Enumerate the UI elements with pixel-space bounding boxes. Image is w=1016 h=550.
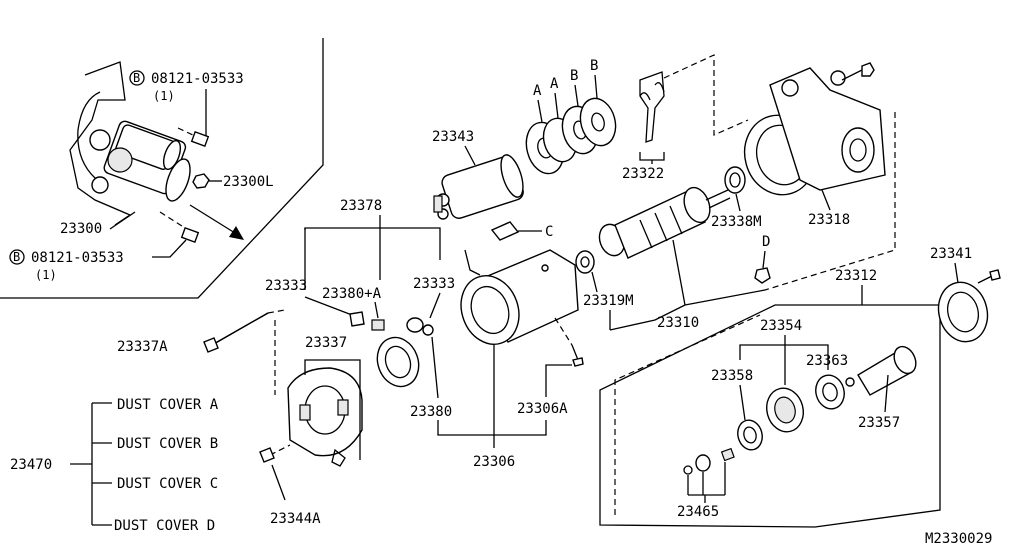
inset-top-bolt bbox=[177, 127, 210, 147]
housing-drawing bbox=[743, 67, 886, 196]
starter-assy-label: 23300 bbox=[60, 221, 102, 237]
bearing-m-label: 23338M bbox=[711, 214, 762, 230]
retainer-drawing bbox=[937, 269, 1001, 343]
thru-bolt-drawing bbox=[203, 309, 286, 395]
diagram-id: M2330029 bbox=[925, 531, 992, 547]
pinion-shaft-callout: 23357 bbox=[858, 374, 900, 431]
circle-b-label: B bbox=[133, 71, 140, 85]
brush-c-drawing bbox=[490, 221, 520, 241]
yoke-drawing bbox=[460, 249, 579, 345]
armature-callout: 23310 bbox=[609, 239, 766, 331]
clip-kit-label: 23465 bbox=[677, 504, 719, 520]
spring-ring-label: 23380 bbox=[410, 404, 452, 420]
rear-cover-label: 23337 bbox=[305, 335, 347, 351]
bolt-bottom-code: 08121-03533 bbox=[31, 250, 124, 266]
screw-callout: 23306A bbox=[517, 364, 572, 417]
screw-drawing bbox=[554, 317, 584, 367]
housing-dashed-guide bbox=[764, 112, 896, 291]
dust-cover-c-label: DUST COVER C bbox=[117, 476, 218, 492]
shim-a2-label: A bbox=[550, 76, 559, 92]
point-d-label: D bbox=[762, 234, 770, 250]
brush-holder-a-label: 23333 bbox=[265, 278, 307, 294]
bearing-drawing bbox=[724, 166, 746, 194]
rear-cover-callout: 23337 bbox=[304, 335, 361, 460]
collar-label: 23363 bbox=[806, 353, 848, 369]
retainer-callout: 23341 bbox=[930, 246, 972, 284]
retainer-label: 23341 bbox=[930, 246, 972, 262]
pinion-shaft-label: 23357 bbox=[858, 415, 900, 431]
bolt-d bbox=[754, 267, 771, 284]
lever-label: 23322 bbox=[622, 166, 664, 182]
bolt-top-qty: (1) bbox=[153, 89, 175, 103]
solenoid-label: 23343 bbox=[432, 129, 474, 145]
yoke-bearing-callout: 23319M bbox=[583, 271, 634, 309]
shim-a1-label: A bbox=[533, 83, 542, 99]
gear-parts-drawing bbox=[683, 345, 917, 475]
starter-assy-l-label: 23300L bbox=[223, 174, 274, 190]
bolt-top-code: 08121-03533 bbox=[151, 71, 244, 87]
spring-ring-drawing bbox=[376, 336, 420, 388]
gear-assy-label: 23312 bbox=[835, 268, 877, 284]
yoke-bearing-drawing bbox=[575, 250, 595, 274]
yoke-label: 23306 bbox=[473, 454, 515, 470]
armature-drawing bbox=[598, 186, 731, 259]
lever-drawing bbox=[639, 71, 665, 143]
thru-bolt-callout: 23337A bbox=[117, 339, 168, 355]
bearing-callout: 23338M bbox=[711, 193, 762, 230]
dust-cover-a-label: DUST COVER A bbox=[117, 397, 219, 413]
rear-cover-drawing bbox=[287, 367, 363, 467]
bolt-top-callout: B 08121-03533 (1) bbox=[129, 70, 244, 136]
lever-callout: 23322 bbox=[622, 152, 665, 182]
point-c-label: C bbox=[545, 224, 553, 240]
collar-callout: 23363 bbox=[806, 353, 848, 369]
shims-drawing bbox=[525, 97, 617, 175]
brush-set-callout: 23378 bbox=[304, 198, 441, 290]
clutch-label: 23358 bbox=[711, 368, 753, 384]
housing-callout: 23318 bbox=[808, 189, 850, 228]
lever-dashed-guide bbox=[663, 54, 749, 136]
direction-arrow bbox=[189, 204, 244, 240]
circle-b-label-2: B bbox=[13, 250, 20, 264]
spring-ring-callout: 23380 bbox=[410, 336, 452, 420]
brush-parts-drawing bbox=[349, 311, 434, 336]
dust-cover-b-label: DUST COVER B bbox=[117, 436, 218, 452]
gear-assy-callout: 23312 bbox=[835, 268, 877, 305]
solenoid-callout: 23343 bbox=[432, 129, 476, 166]
bolt-bottom-callout: B 08121-03533 (1) bbox=[9, 239, 187, 282]
cover-screw-callout: 23344A bbox=[270, 464, 321, 527]
yoke-bearing-label: 23319M bbox=[583, 293, 634, 309]
solenoid-drawing bbox=[433, 154, 524, 220]
screw-label: 23306A bbox=[517, 401, 568, 417]
brush-set-label: 23378 bbox=[340, 198, 382, 214]
starter-callout: 23300 bbox=[60, 211, 136, 237]
cover-screw-drawing bbox=[259, 444, 291, 463]
cover-screw-label: 23344A bbox=[270, 511, 321, 527]
gear-assy-dashed-guide bbox=[614, 314, 761, 515]
armature-label: 23310 bbox=[657, 315, 699, 331]
inset-bottom-bolt bbox=[159, 211, 200, 243]
starter-l-callout: 23300L bbox=[209, 174, 274, 190]
starter-assembly-drawing bbox=[69, 61, 191, 226]
housing-label: 23318 bbox=[808, 212, 850, 228]
clutch-callout: 23358 bbox=[711, 368, 753, 421]
housing-bolt bbox=[841, 62, 875, 81]
inset-nut bbox=[192, 173, 210, 189]
gear-set-callout: 23354 bbox=[739, 318, 829, 385]
inset-frame bbox=[0, 38, 324, 299]
dust-cover-d-label: DUST COVER D bbox=[114, 518, 215, 534]
yoke-callout: 23306 bbox=[437, 345, 547, 470]
gear-set-label: 23354 bbox=[760, 318, 802, 334]
bolt-bottom-qty: (1) bbox=[35, 268, 57, 282]
brush-kit-label: 23380+A bbox=[322, 286, 382, 302]
dust-cover-set-label: 23470 bbox=[10, 457, 52, 473]
shim-b1-label: B bbox=[570, 68, 578, 84]
brush-holder-b-label: 23333 bbox=[413, 276, 455, 292]
dust-cover-callout: 23470 DUST COVER A DUST COVER B DUST COV… bbox=[10, 397, 219, 534]
thru-bolt-label: 23337A bbox=[117, 339, 168, 355]
clip-kit-callout: 23465 bbox=[677, 462, 726, 520]
shim-b2-label: B bbox=[590, 58, 598, 74]
